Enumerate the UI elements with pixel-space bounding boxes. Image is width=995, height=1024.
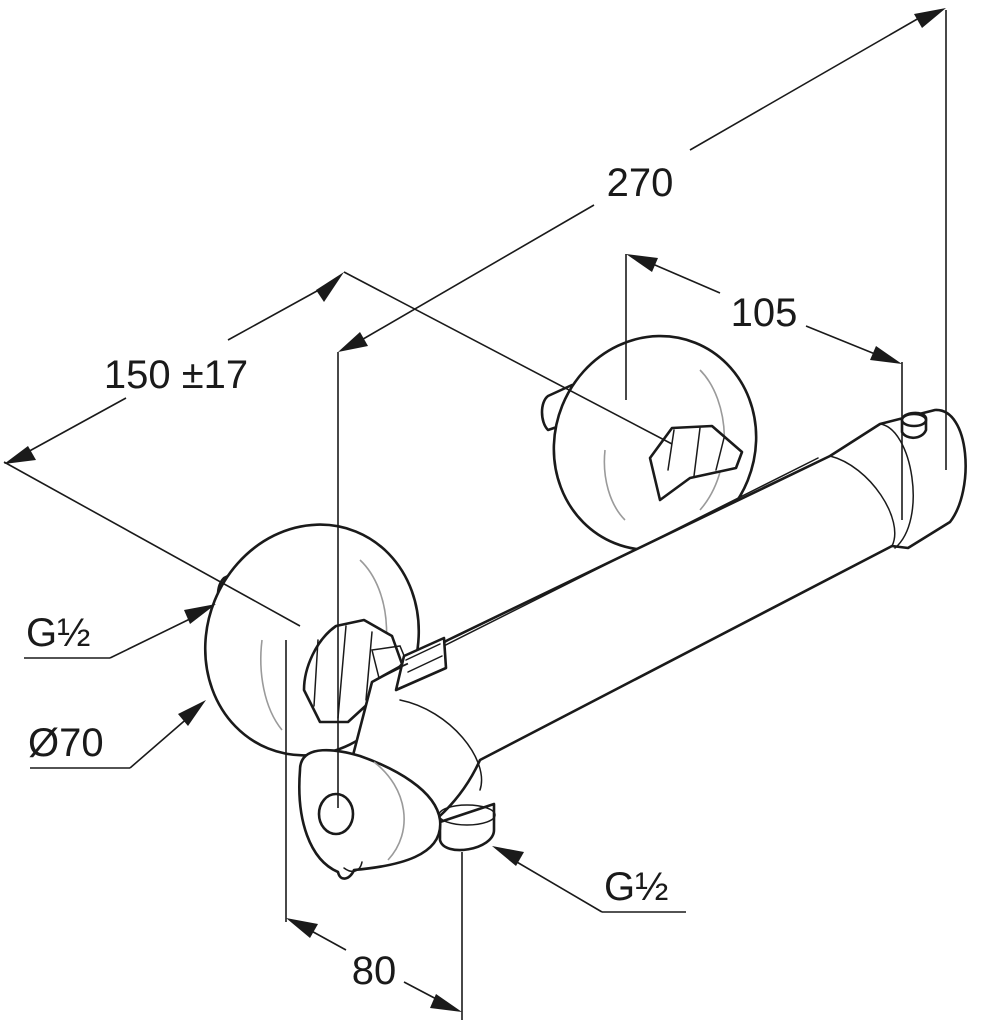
leader-thread-top: G½ [24, 604, 216, 659]
arrow-head [870, 346, 902, 364]
label-connection-spacing: 150 ±17 [104, 353, 248, 397]
label-overall-length: 270 [607, 161, 674, 205]
arrow-head [184, 604, 216, 624]
label-thread-top: G½ [26, 611, 90, 655]
arrow-head [492, 846, 524, 866]
top-knob [900, 411, 928, 440]
back-rosette [540, 334, 758, 552]
dimension-105: 105 [625, 254, 903, 520]
arrow-head [338, 332, 368, 352]
arrow-head [286, 918, 318, 938]
arrow-head [316, 272, 344, 302]
label-thread-bottom: G½ [604, 865, 668, 909]
back-nut [648, 424, 744, 502]
label-outlet-spacing: 105 [731, 291, 798, 335]
bottom-outlet [438, 802, 496, 852]
temperature-handle [298, 748, 442, 880]
label-depth: 80 [352, 949, 397, 993]
leader-rosette-diameter: Ø70 [28, 700, 206, 769]
arrow-head [626, 254, 658, 272]
dimension-150: 150 ±17 [3, 271, 673, 627]
dimension-80: 80 [285, 640, 463, 1020]
arrow-head [4, 446, 36, 464]
leader-thread-bottom: G½ [492, 846, 686, 913]
label-rosette-diameter: Ø70 [28, 721, 104, 765]
arrow-head [178, 700, 206, 726]
dimension-270: 270 [337, 8, 947, 808]
arrow-head [430, 994, 462, 1012]
arrow-head [914, 8, 946, 28]
